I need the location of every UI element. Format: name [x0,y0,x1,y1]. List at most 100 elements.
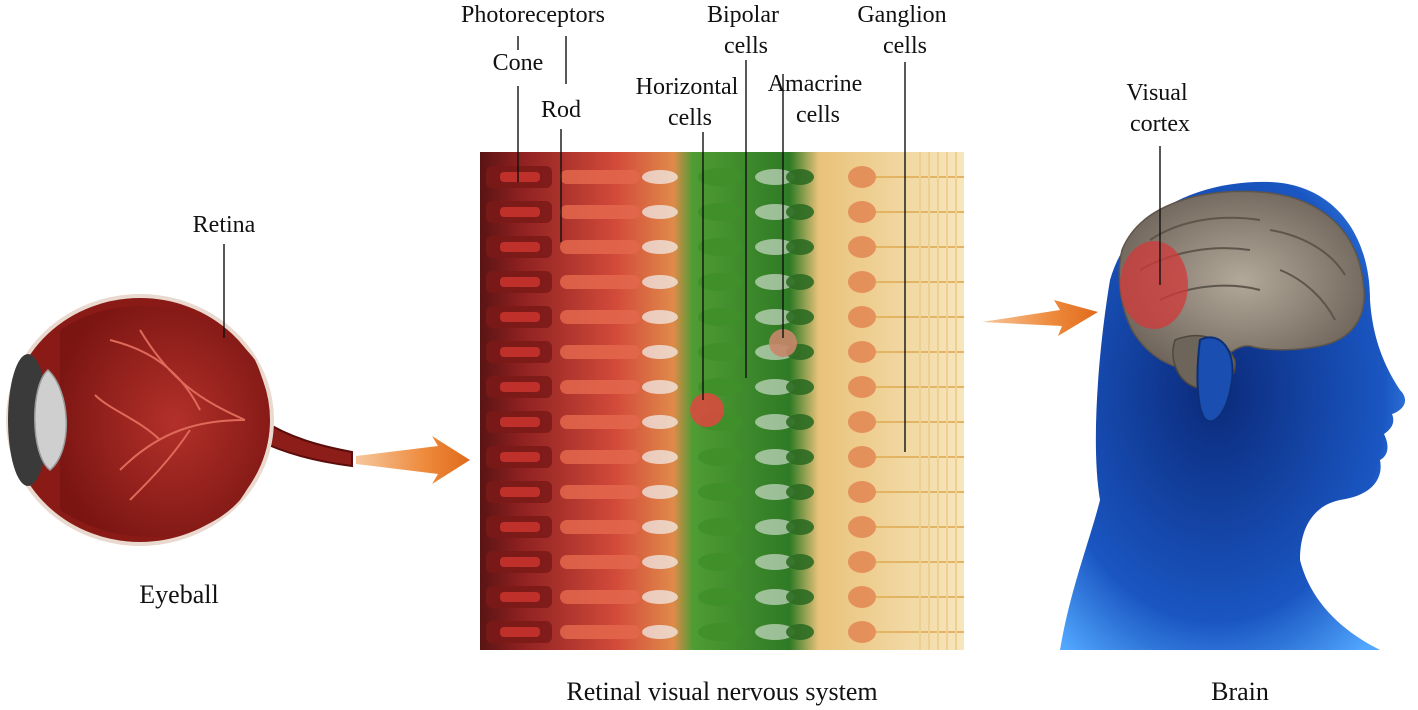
ganglion-cell [848,166,876,188]
rod-cell [560,450,640,464]
cell-gap [755,624,795,640]
label-horizontal: Horizontal cells [636,74,745,131]
bipolar-cell [698,168,742,186]
optic-nerve [256,418,353,468]
bipolar-cell [786,624,814,640]
rod-cell [560,520,640,534]
arrow-eye-to-retina [356,436,470,484]
label-ganglion-line2: cells [883,33,927,59]
cone-segment [500,172,540,182]
label-visual-cortex-line2: cortex [1130,111,1190,137]
cone-segment [500,487,540,497]
label-photoreceptors: Photoreceptors [461,2,605,28]
eyeball-cut-interior [60,306,267,538]
ganglion-cell [848,516,876,538]
cell-gap [755,554,795,570]
head-brain-illustration: Visual cortex [1060,80,1406,650]
cell-gap [642,555,678,569]
bipolar-cell [786,414,814,430]
brain-gyri [1139,216,1346,321]
ganglion-cell [848,271,876,293]
label-visual-cortex-line1: Visual [1126,80,1188,106]
bipolar-cell [786,554,814,570]
ganglion-cell [848,376,876,398]
bipolar-cell [698,553,742,571]
cell-gap [755,484,795,500]
caption-eyeball: Eyeball [139,580,218,609]
rod-cell [560,625,640,639]
ganglion-cell [848,236,876,258]
cell-gap [642,415,678,429]
visual-cortex-highlight [1120,241,1188,329]
bipolar-cell [698,483,742,501]
label-retina: Retina [193,212,256,238]
retina-layers-illustration [480,152,964,650]
label-rod: Rod [541,97,581,123]
label-amacrine-line1: Amacrine [768,71,863,97]
lens-icon [34,369,67,471]
caption-brain: Brain [1211,677,1269,706]
rod-cell [560,170,640,184]
cell-gap [755,239,795,255]
cell-gap [755,204,795,220]
rod-cell [560,310,640,324]
bipolar-cell [786,274,814,290]
label-ganglion-line1: Ganglion [857,2,946,28]
cell-gap [755,589,795,605]
cone-segment [500,312,540,322]
rod-cell [560,485,640,499]
ganglion-cell [848,201,876,223]
amacrine-cell-highlight [769,329,797,357]
rod-cell [560,555,640,569]
label-bipolar-line2: cells [724,33,768,59]
label-horizontal-line2: cells [668,105,712,131]
cell-gap [642,520,678,534]
cell-gap [642,205,678,219]
cone-segment [500,522,540,532]
label-visual-cortex: Visual cortex [1126,80,1193,137]
cone-segment [500,417,540,427]
cell-gap [642,345,678,359]
bipolar-cell [698,588,742,606]
bipolar-cell [786,484,814,500]
horizontal-cell-highlight [690,393,724,427]
label-horizontal-line1: Horizontal [636,74,739,100]
rod-cell [560,345,640,359]
ganglion-cell [848,621,876,643]
rod-cell [560,380,640,394]
cone-segment [500,452,540,462]
bipolar-cell [698,623,742,641]
ear-icon [1196,336,1234,423]
cell-gap [642,240,678,254]
ganglion-cell [848,551,876,573]
cell-gap [642,310,678,324]
label-bipolar-line1: Bipolar [707,2,779,28]
cell-gap [755,414,795,430]
bipolar-cell [786,379,814,395]
caption-retina-system: Retinal visual nervous system [566,677,877,706]
cone-segment [500,347,540,357]
cone-segment [500,242,540,252]
bipolar-cell [698,518,742,536]
cone-segment [500,627,540,637]
cell-gap [642,450,678,464]
cell-gap [642,590,678,604]
bipolar-cell [786,449,814,465]
ganglion-cell [848,341,876,363]
cell-gap [642,485,678,499]
label-cone: Cone [493,50,544,76]
rod-cell [560,240,640,254]
cone-segment [500,557,540,567]
bipolar-cell [786,589,814,605]
rod-cell [560,415,640,429]
label-bipolar: Bipolar cells [707,2,785,59]
cell-gap [642,170,678,184]
bipolar-cell [698,308,742,326]
cell-gap [755,169,795,185]
cell-gap [755,309,795,325]
bipolar-cell [786,239,814,255]
ganglion-cell [848,446,876,468]
ganglion-cell [848,586,876,608]
cell-gap [642,380,678,394]
bipolar-cell [698,448,742,466]
